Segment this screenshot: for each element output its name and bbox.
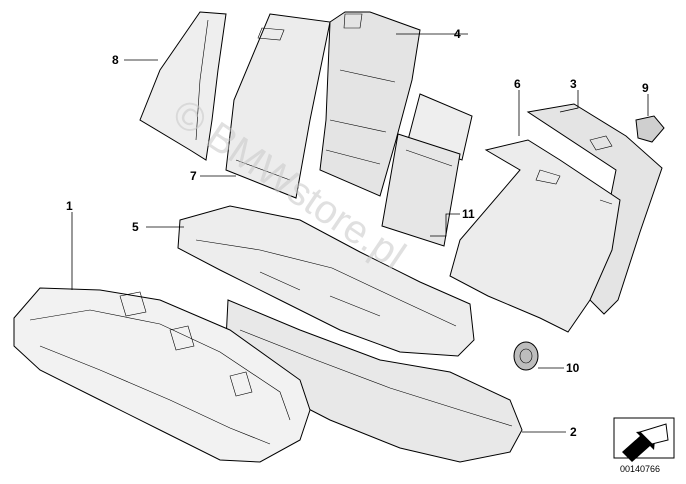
callout-7: 7	[190, 169, 197, 183]
part-11-center-section	[381, 93, 473, 247]
callout-1: 1	[66, 199, 73, 213]
part-6-backrest-right	[449, 139, 621, 333]
part-9-clip	[635, 115, 665, 143]
callout-8: 8	[112, 53, 119, 67]
callout-2: 2	[570, 425, 577, 439]
part-4-backrest-frame	[319, 11, 421, 197]
callout-6: 6	[514, 77, 521, 91]
callout-5: 5	[132, 220, 139, 234]
callout-9: 9	[642, 81, 649, 95]
part-10-cap	[513, 341, 539, 371]
reference-number: 00140766	[620, 464, 660, 474]
callout-4: 4	[454, 27, 461, 41]
leader-lines	[71, 33, 649, 433]
part-5-seat-cushion	[177, 205, 475, 357]
callout-11: 11	[462, 207, 475, 221]
part-8-side-panel	[139, 11, 227, 161]
callout-10: 10	[566, 361, 580, 375]
part-1-seat-frame	[13, 287, 311, 463]
arrow-direction-icon	[613, 417, 675, 462]
callout-3: 3	[570, 77, 577, 91]
